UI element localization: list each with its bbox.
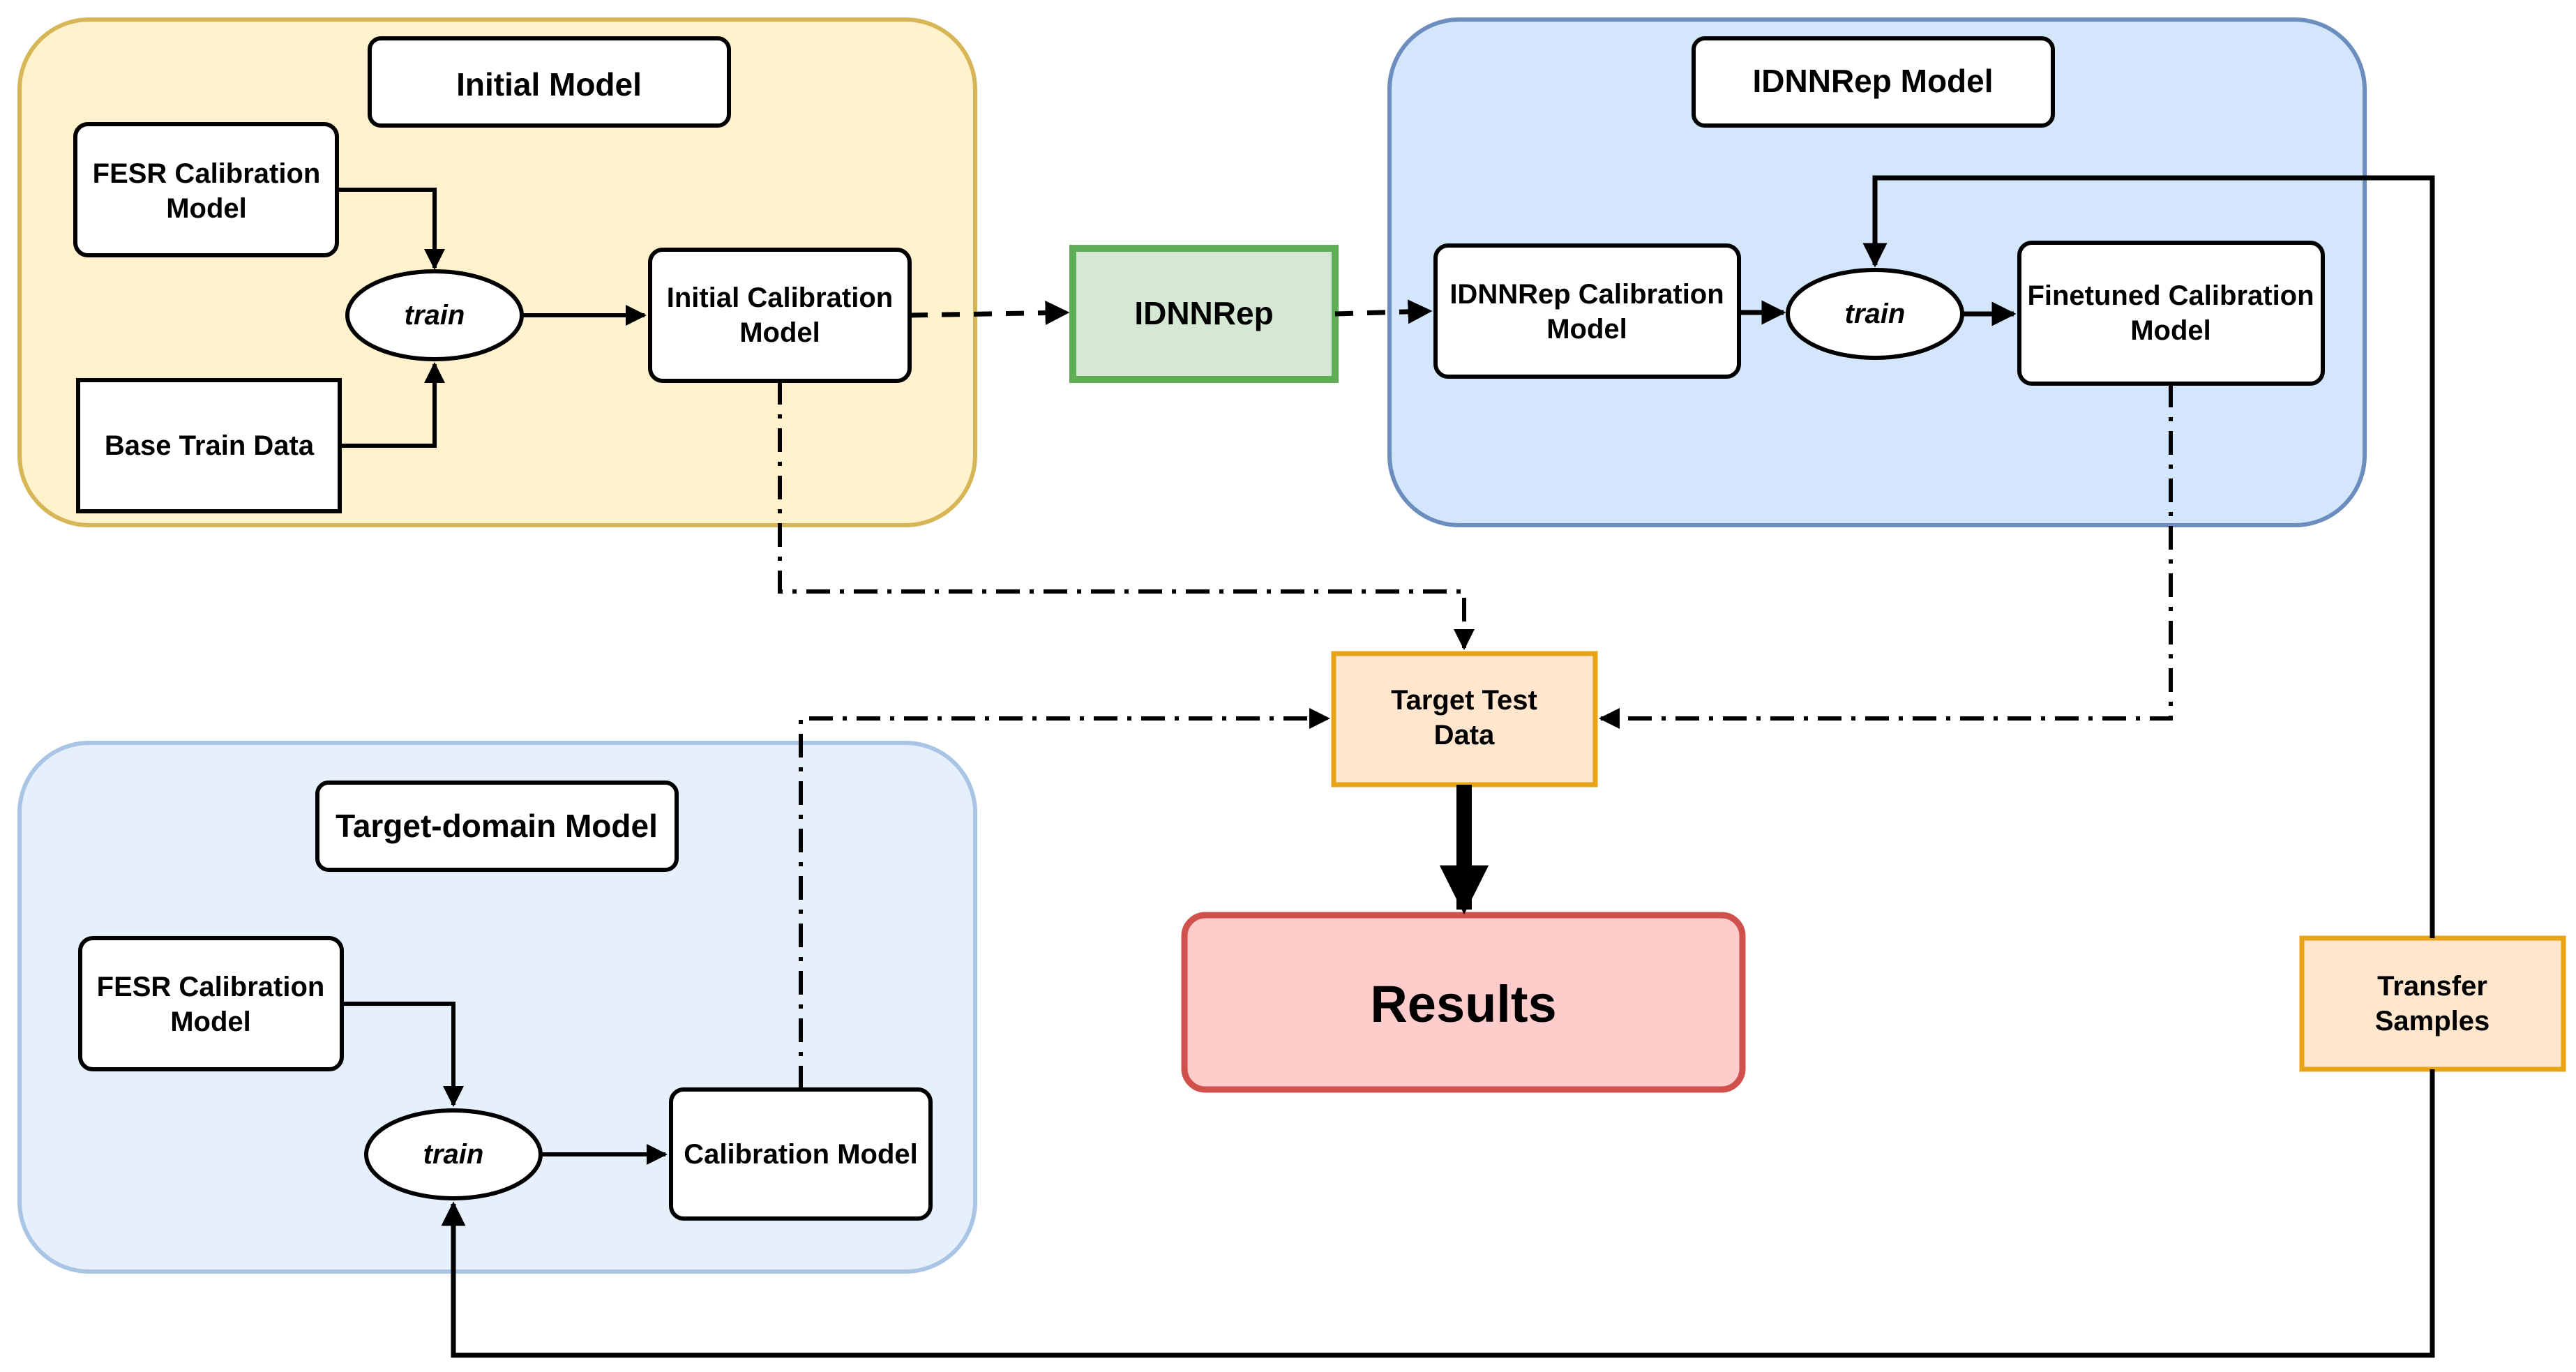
- target-fesr-calibration-model-label: FESR Calibration: [97, 972, 325, 1002]
- finetuned-calibration-model-label-2: Model: [2130, 315, 2211, 346]
- target-test-data-label: Target Test: [1391, 685, 1537, 716]
- idnnrep-calibration-model-box: [1433, 243, 1741, 379]
- edge-target-fesr-to-train: [342, 1002, 464, 1107]
- initial-calibration-model-label: Initial Calibration: [667, 282, 893, 313]
- idnnrep-model-title-box: [1692, 36, 2055, 128]
- idnnrep-node-label: IDNNRep: [1134, 295, 1273, 331]
- edge-transfer-to-target-train: [441, 1069, 2435, 1358]
- target-train-label: train: [423, 1139, 484, 1170]
- fesr-calibration-model-label-2: Model: [166, 193, 247, 224]
- transfer-samples-label-2: Samples: [2375, 1006, 2490, 1036]
- idnnrep-train-label: train: [1845, 299, 1906, 329]
- edge-initial-calib-to-test: [778, 381, 1475, 650]
- target-calibration-model-label: Calibration Model: [684, 1139, 918, 1170]
- base-train-data-label: Base Train Data: [105, 430, 315, 461]
- transfer-samples-box: [2299, 935, 2566, 1072]
- edge-initial-calib-to-idnnrep: [909, 301, 1070, 326]
- idnnrep-model-title: IDNNRep Model: [1753, 63, 1994, 99]
- target-domain-title-box: [315, 781, 679, 872]
- idnnrep-calibration-model-label: IDNNRep Calibration: [1449, 279, 1724, 310]
- edge-finetuned-to-test: [1599, 384, 2173, 729]
- initial-model-title: Initial Model: [456, 66, 642, 103]
- edge-fesr-to-train: [337, 188, 445, 270]
- target-domain-title: Target-domain Model: [336, 808, 658, 844]
- initial-calibration-model-label-2: Model: [739, 317, 820, 348]
- finetuned-calibration-model-label: Finetuned Calibration: [2027, 280, 2314, 311]
- target-fesr-calibration-model-label-2: Model: [170, 1007, 251, 1037]
- initial-train-label: train: [405, 300, 465, 331]
- transfer-samples-label: Transfer: [2377, 971, 2487, 1002]
- finetuned-calibration-model-box: [2017, 241, 2325, 386]
- target-test-data-label-2: Data: [1434, 720, 1495, 751]
- edge-idnnrep-to-idnnrep-calib: [1334, 299, 1433, 324]
- target-test-data-box: [1331, 651, 1598, 787]
- edge-target-calib-to-test: [799, 708, 1330, 1090]
- edge-transfer-to-idnnrep-train: [1862, 175, 2435, 938]
- results-label: Results: [1370, 975, 1556, 1033]
- fesr-calibration-model-label: FESR Calibration: [93, 158, 321, 189]
- edge-basedata-to-train: [340, 362, 445, 448]
- fesr-calibration-model-box: [73, 122, 339, 257]
- initial-calibration-model-box: [648, 248, 912, 383]
- results-box: [1181, 912, 1746, 1093]
- initial-model-title-box: [368, 36, 731, 128]
- target-fesr-calibration-model-box: [78, 936, 344, 1071]
- base-train-data-box: [76, 378, 342, 513]
- idnnrep-calibration-model-label-2: Model: [1546, 314, 1627, 345]
